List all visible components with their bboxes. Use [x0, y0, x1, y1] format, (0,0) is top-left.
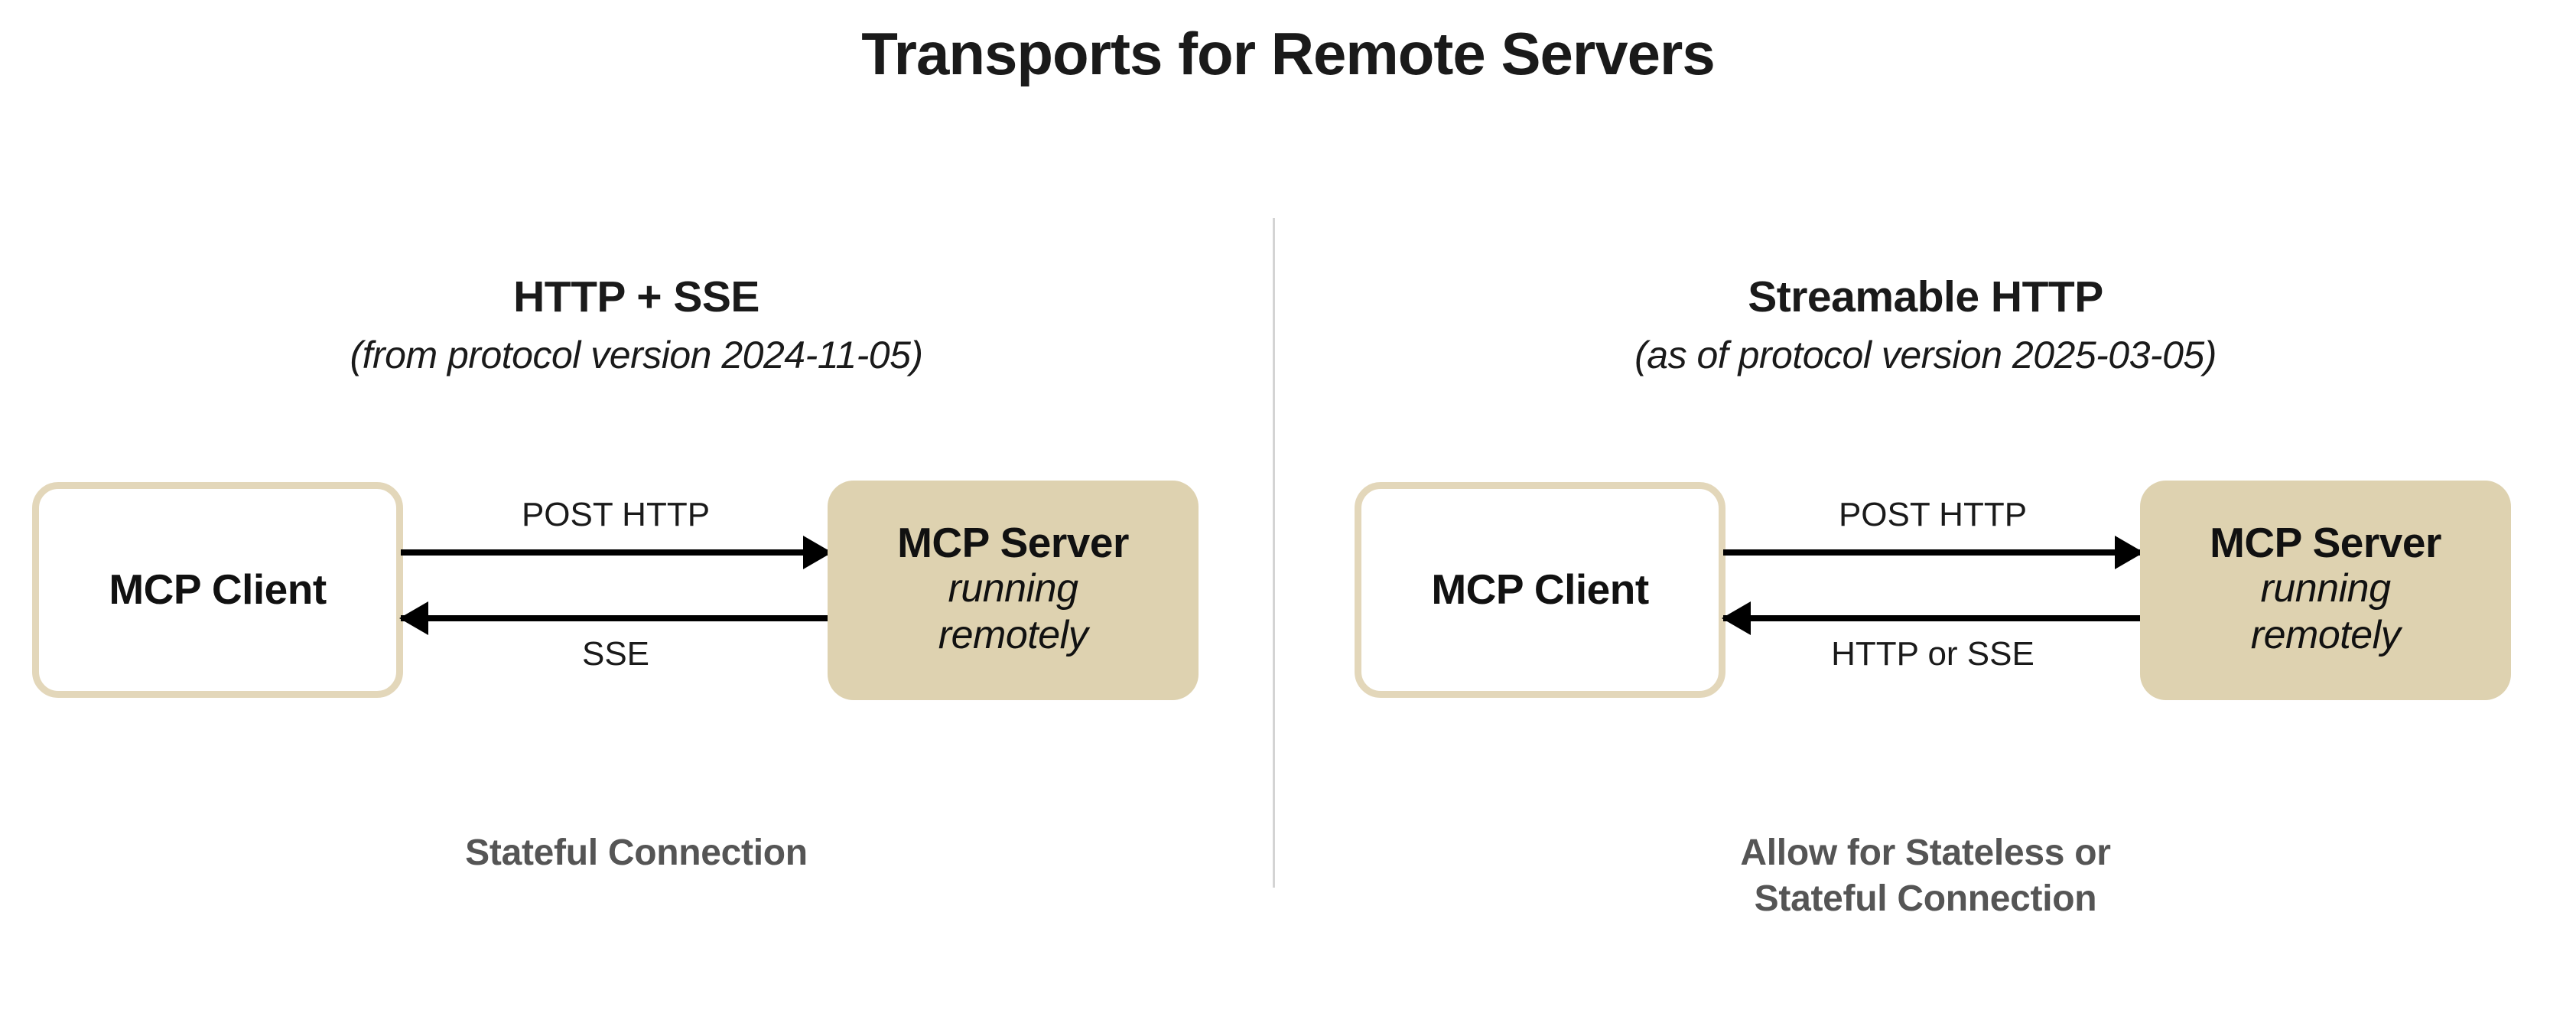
- panel-caption-line2: Stateful Connection: [1754, 878, 2097, 919]
- arrow-line-inbound: [401, 615, 831, 621]
- transport-diagram: MCP Client POST HTTP HTTP or SSE MCP Ser…: [1275, 474, 2576, 704]
- mcp-server-node: MCP Server running remotely: [2140, 481, 2511, 700]
- page-title: Transports for Remote Servers: [861, 20, 1715, 87]
- panel-heading: Streamable HTTP: [1748, 272, 2103, 321]
- mcp-server-sub-line2: remotely: [938, 613, 1088, 658]
- mcp-server-sub-line2: remotely: [2250, 613, 2401, 658]
- panel-caption: Stateful Connection: [0, 830, 1273, 876]
- transport-diagram: MCP Client POST HTTP SSE MCP Server runn…: [0, 474, 1273, 704]
- panel-subheading: (from protocol version 2024-11-05): [350, 334, 923, 376]
- mcp-client-label: MCP Client: [1431, 565, 1649, 614]
- arrow-line-outbound: [1723, 549, 2142, 556]
- arrow-head-right-icon: [803, 536, 832, 569]
- panel-subheading: (as of protocol version 2025-03-05): [1634, 334, 2217, 376]
- panel-caption-line1: Stateful Connection: [465, 833, 808, 873]
- panel-caption-line1: Allow for Stateless or: [1740, 833, 2111, 873]
- mcp-server-sub-line1: running: [948, 566, 1078, 611]
- transport-panel-http-sse: HTTP + SSE (from protocol version 2024-1…: [0, 0, 1273, 1033]
- mcp-server-node: MCP Server running remotely: [828, 481, 1199, 700]
- arrow-line-inbound: [1723, 615, 2142, 621]
- arrow-label-inbound: SSE: [581, 635, 650, 673]
- arrow-label-inbound: HTTP or SSE: [1831, 635, 2034, 673]
- arrow-head-left-icon: [399, 601, 428, 635]
- arrow-head-right-icon: [2115, 536, 2144, 569]
- transport-panel-streamable-http: Streamable HTTP (as of protocol version …: [1275, 0, 2576, 1033]
- mcp-server-label: MCP Server: [2210, 519, 2441, 567]
- panel-divider: [1273, 218, 1275, 888]
- arrow-label-outbound: POST HTTP: [521, 496, 711, 533]
- arrow-label-outbound: POST HTTP: [1838, 496, 2028, 533]
- panel-heading: HTTP + SSE: [513, 272, 759, 321]
- arrow-group: POST HTTP HTTP or SSE: [1722, 474, 2144, 704]
- mcp-client-node: MCP Client: [1355, 482, 1725, 698]
- mcp-server-sub-line1: running: [2260, 566, 2391, 611]
- panel-caption: Allow for Stateless or Stateful Connecti…: [1275, 830, 2576, 922]
- arrow-group: POST HTTP SSE: [399, 474, 832, 704]
- mcp-client-label: MCP Client: [109, 565, 327, 614]
- arrow-line-outbound: [401, 549, 831, 556]
- mcp-client-node: MCP Client: [32, 482, 403, 698]
- mcp-server-label: MCP Server: [897, 519, 1129, 567]
- arrow-head-left-icon: [1722, 601, 1751, 635]
